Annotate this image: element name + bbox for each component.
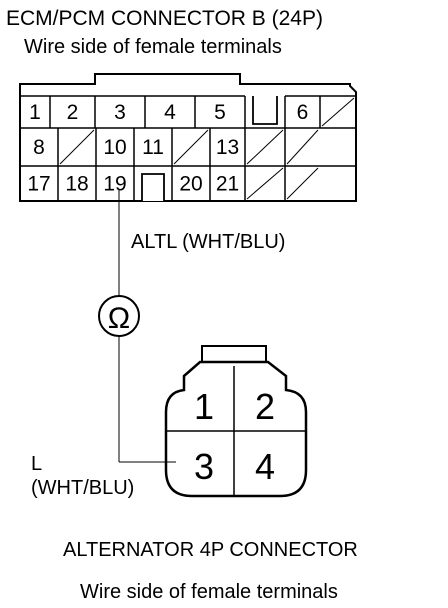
ecm-connector: 1 2 3 4 5 6 8 10 11 13 17 18 19 20 21 <box>19 73 357 202</box>
ecm-pin-cells: 1 2 3 4 5 6 8 10 11 13 17 18 19 20 21 <box>27 96 355 201</box>
ecm-pin-3: 3 <box>114 101 126 124</box>
ohmmeter-icon: Ω <box>98 295 140 337</box>
ecm-pin-19: 19 <box>103 173 126 196</box>
ecm-pin-17: 17 <box>27 173 50 196</box>
ecm-empty-cell <box>59 129 95 165</box>
ecm-pin-1: 1 <box>29 101 41 124</box>
ecm-empty-cell <box>286 167 319 200</box>
ecm-pin-21: 21 <box>216 173 239 196</box>
ecm-pin-8: 8 <box>33 136 45 159</box>
ecm-pin-5: 5 <box>214 101 226 124</box>
wire-color-label: (WHT/BLU) <box>31 477 134 499</box>
ecm-pin-10: 10 <box>103 136 126 159</box>
alternator-connector-title: ALTERNATOR 4P CONNECTOR <box>63 539 358 561</box>
alternator-connector: 1 2 3 4 <box>164 345 308 498</box>
altl-wire-label: ALTL (WHT/BLU) <box>131 231 285 253</box>
ecm-empty-cell <box>286 129 319 165</box>
alternator-connector-subtitle: Wire side of female terminals <box>80 581 338 603</box>
ecm-empty-cell <box>246 167 284 200</box>
alternator-connector-tab <box>201 345 267 362</box>
wire-code-label: L <box>31 453 42 475</box>
ecm-key-slot <box>141 173 165 201</box>
ecm-connector-title: ECM/PCM CONNECTOR B (24P) <box>6 7 323 30</box>
ecm-key-slot <box>252 96 278 125</box>
alternator-pin-1: 1 <box>194 386 214 427</box>
ecm-connector-subtitle: Wire side of female terminals <box>24 36 282 58</box>
alternator-pin-3: 3 <box>194 446 214 487</box>
ecm-pin-13: 13 <box>216 136 239 159</box>
alternator-connector-outline <box>164 360 308 498</box>
ecm-empty-cell <box>246 129 284 165</box>
ecm-connector-outline <box>19 73 357 202</box>
ecm-pin-20: 20 <box>179 173 202 196</box>
ecm-pin-11: 11 <box>142 136 164 159</box>
ecm-empty-cell <box>173 129 209 165</box>
alternator-pin-4: 4 <box>255 446 275 487</box>
ecm-pin-18: 18 <box>65 173 88 196</box>
ecm-pin-2: 2 <box>67 101 79 124</box>
ecm-empty-cell <box>321 97 355 127</box>
ecm-pin-6: 6 <box>297 101 309 124</box>
alternator-pin-2: 2 <box>255 386 275 427</box>
ecm-pin-4: 4 <box>164 101 176 124</box>
ohmmeter-circle <box>98 295 140 337</box>
ohm-symbol: Ω <box>108 302 130 335</box>
